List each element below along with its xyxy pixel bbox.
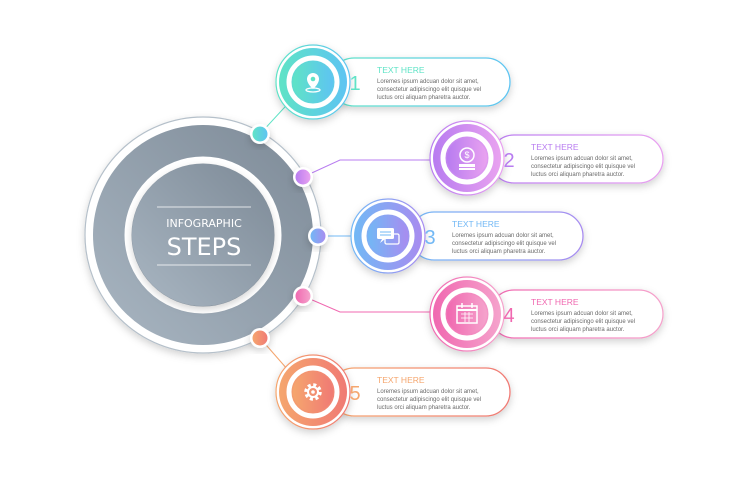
location-pin-icon	[305, 73, 321, 93]
step-heading: TEXT HERE	[531, 297, 579, 307]
step-number: 5	[349, 383, 360, 405]
step-body-line: Loremes ipsum adcuan dolor sit amet,	[377, 389, 479, 395]
step-2: $2 TEXT HERE Loremes ipsum adcuan dolor si…	[293, 120, 664, 196]
step-body-line: Loremes ipsum adcuan dolor sit amet,	[377, 79, 479, 85]
center-title-line1: INFOGRAPHIC	[166, 217, 242, 230]
step-4: 4 TEXT HERE Loremes ipsum adcuan dolor sit…	[293, 276, 664, 352]
connector-line	[302, 295, 432, 313]
step-1: 1 TEXT HERE Loremes ipsum adcuan dolor sit…	[250, 44, 511, 144]
chat-bubbles-icon	[377, 228, 400, 245]
center-title-line2: STEPS	[167, 233, 242, 261]
step-body-line: consectetur adipiscingo elit quisque vel	[377, 87, 481, 93]
step-number: 3	[424, 227, 435, 249]
step-body-line: luctus orci aliquam pharetra auctor.	[531, 327, 625, 333]
calendar-icon	[456, 303, 478, 324]
step-heading: TEXT HERE	[377, 65, 425, 75]
step-3: 3 TEXT HERE Loremes ipsum adcuan dolor sit…	[308, 198, 584, 274]
coin-money-icon: $	[459, 147, 475, 170]
step-heading: TEXT HERE	[377, 375, 425, 385]
step-body-line: consectetur adipiscingo elit quisque vel	[531, 164, 635, 170]
gear-icon	[304, 383, 322, 401]
step-number: 1	[349, 73, 360, 95]
step-body-line: luctus orci aliquam pharetra auctor.	[531, 172, 625, 178]
step-body-line: luctus orci aliquam pharetra auctor.	[377, 405, 471, 411]
step-body-line: consectetur adipiscingo elit quisque vel	[531, 319, 635, 325]
step-number: 2	[503, 150, 514, 172]
step-body-line: luctus orci aliquam pharetra auctor.	[452, 249, 546, 255]
step-heading: TEXT HERE	[452, 219, 500, 229]
step-body-line: Loremes ipsum adcuan dolor sit amet,	[452, 233, 554, 239]
step-body-line: luctus orci aliquam pharetra auctor.	[377, 95, 471, 101]
step-5: 5 TEXT HERE Loremes ipsum adcuan dolor sit…	[250, 328, 511, 430]
step-number: 4	[503, 305, 514, 327]
step-heading: TEXT HERE	[531, 142, 579, 152]
step-body-line: Loremes ipsum adcuan dolor sit amet,	[531, 311, 633, 317]
center-hub: INFOGRAPHIC STEPS	[84, 116, 322, 354]
step-body-line: consectetur adipiscingo elit quisque vel	[377, 397, 481, 403]
connector-line	[302, 159, 432, 178]
svg-text:$: $	[464, 150, 469, 160]
step-body-line: consectetur adipiscingo elit quisque vel	[452, 241, 556, 247]
step-body-line: Loremes ipsum adcuan dolor sit amet,	[531, 156, 633, 162]
